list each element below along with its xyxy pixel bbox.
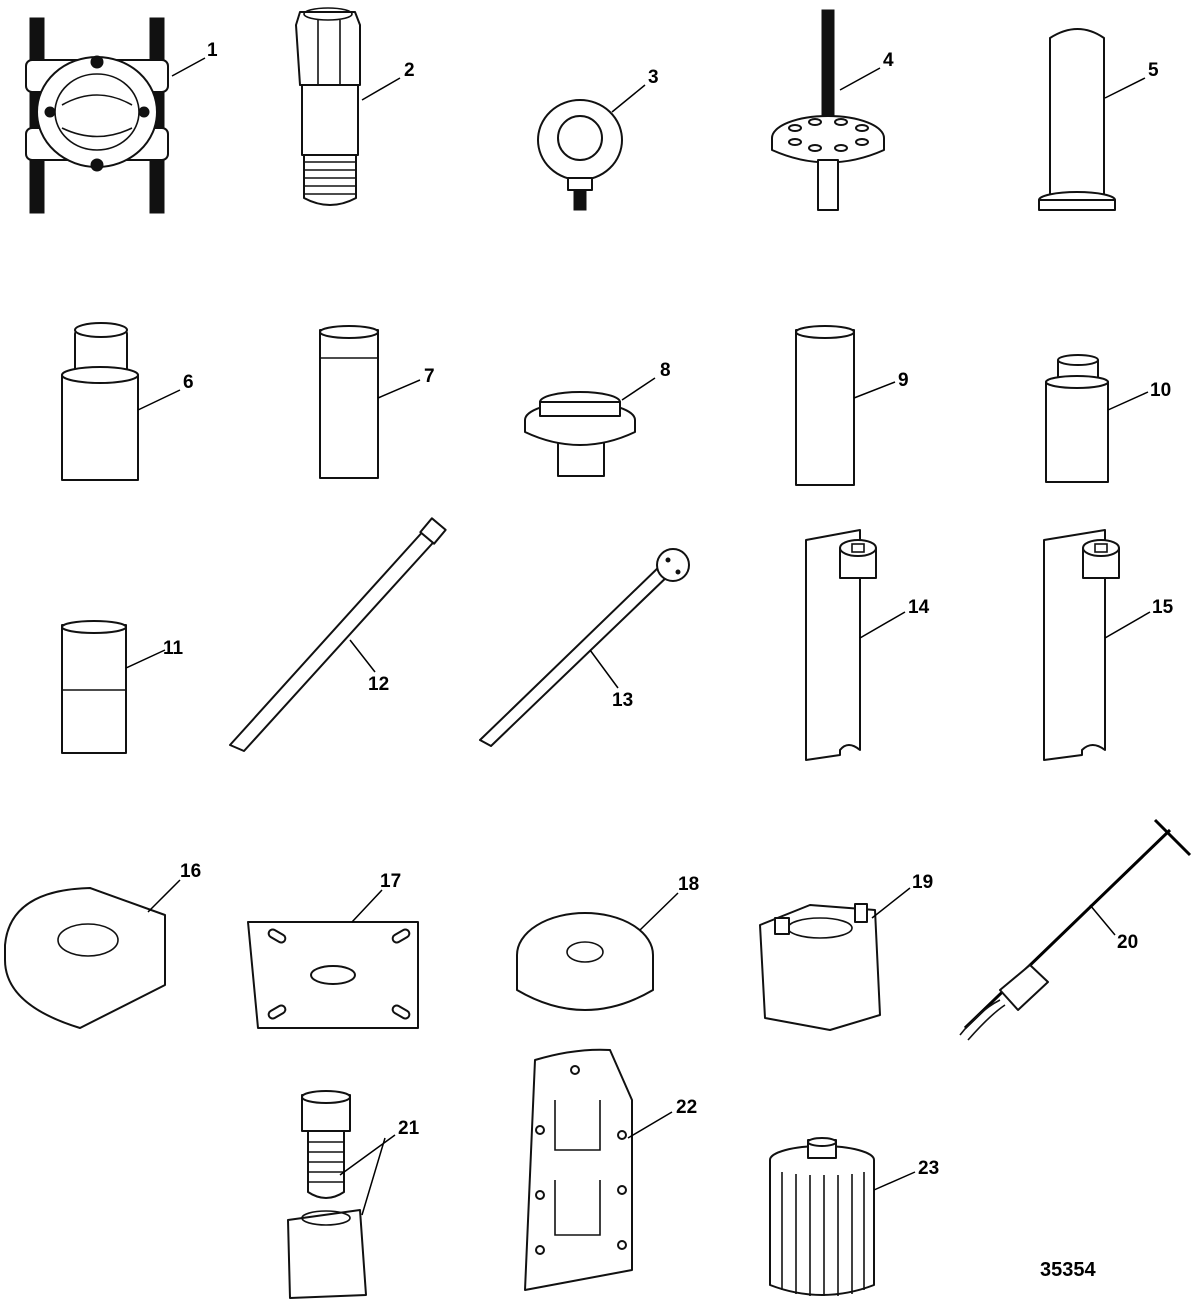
callout-22: 22 xyxy=(676,1097,697,1118)
tool-6-stepped-driver xyxy=(61,322,139,481)
tool-16-spacer-block xyxy=(4,887,166,1029)
tool-18-thrust-washer xyxy=(516,912,654,1011)
tool-4-puller-plate xyxy=(771,9,885,211)
tool-2-threaded-adapter xyxy=(295,7,361,206)
callout-2: 2 xyxy=(404,60,415,81)
tool-11-sleeve xyxy=(61,620,127,754)
callout-16: 16 xyxy=(180,861,201,882)
callout-21: 21 xyxy=(398,1118,420,1139)
tool-23-filter-cylinder xyxy=(769,1137,875,1296)
tool-1-bearing-separator xyxy=(25,17,169,214)
callout-8: 8 xyxy=(660,360,671,381)
tool-3-lifting-eye xyxy=(537,99,623,211)
callout-12: 12 xyxy=(368,674,389,695)
tool-17-mounting-plate xyxy=(247,921,419,1029)
callout-19: 19 xyxy=(912,872,933,893)
tool-8-flanged-driver xyxy=(524,391,636,477)
tool-7-cylinder-driver xyxy=(319,325,379,479)
tool-14-spanner-plate xyxy=(805,529,877,761)
tool-20-slide-hammer xyxy=(959,818,1192,1041)
callout-11: 11 xyxy=(163,638,184,659)
leader-lines xyxy=(125,57,1151,1216)
tool-10-short-stepped-driver xyxy=(1045,354,1109,483)
tool-22-template-plate xyxy=(524,1048,633,1291)
callout-9: 9 xyxy=(898,370,909,391)
callout-20: 20 xyxy=(1117,932,1138,953)
tool-19-hex-nut-tool xyxy=(759,903,881,1031)
tool-15-spanner-plate xyxy=(1043,529,1120,761)
callout-10: 10 xyxy=(1150,380,1171,401)
figure-number: 35354 xyxy=(1040,1259,1096,1281)
tool-5-tall-driver xyxy=(1038,28,1116,211)
callout-17: 17 xyxy=(380,871,401,892)
callout-18: 18 xyxy=(678,874,699,895)
callout-13: 13 xyxy=(612,690,633,711)
tool-12-long-rod xyxy=(229,517,447,752)
callout-23: 23 xyxy=(918,1158,939,1179)
callout-4: 4 xyxy=(883,50,894,71)
callout-1: 1 xyxy=(207,40,218,61)
tool-9-plain-cylinder xyxy=(795,325,855,486)
tool-13-ball-handle xyxy=(479,548,690,747)
callout-7: 7 xyxy=(424,366,435,387)
callout-6: 6 xyxy=(183,372,194,393)
callout-14: 14 xyxy=(908,597,930,618)
tool-21-bolt-and-coupler xyxy=(287,1090,367,1299)
callout-5: 5 xyxy=(1148,60,1159,81)
callout-15: 15 xyxy=(1152,597,1174,618)
callout-3: 3 xyxy=(648,67,659,88)
